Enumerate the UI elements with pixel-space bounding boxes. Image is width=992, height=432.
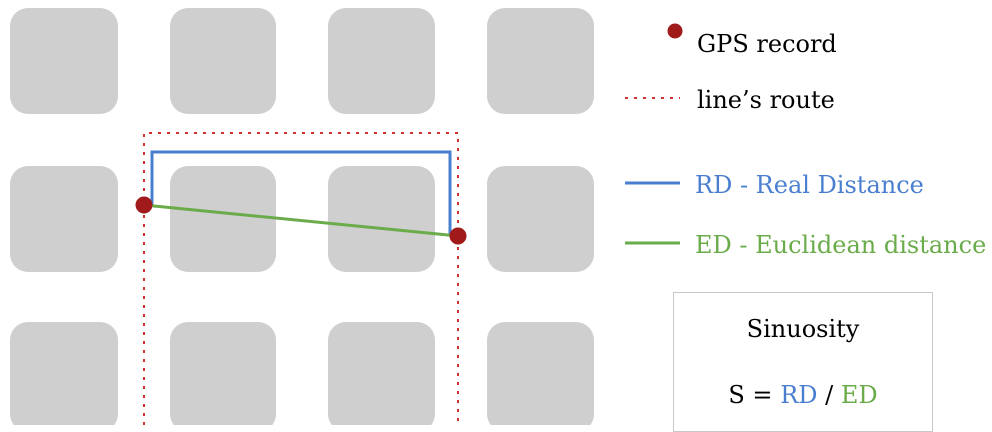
gps-record-point-end bbox=[449, 227, 467, 245]
city-blocks bbox=[10, 8, 594, 425]
city-block bbox=[487, 322, 594, 425]
city-block bbox=[328, 166, 435, 272]
city-block bbox=[170, 322, 276, 425]
city-block bbox=[170, 8, 276, 114]
sinuosity-title: Sinuosity bbox=[746, 315, 860, 343]
formula-ed: ED bbox=[840, 381, 878, 409]
city-block bbox=[10, 322, 118, 425]
formula-separator: / bbox=[825, 381, 834, 409]
city-block bbox=[328, 322, 435, 425]
lines-route-label: line’s route bbox=[697, 86, 835, 114]
city-block bbox=[10, 8, 118, 114]
gps-record-legend-icon bbox=[667, 23, 683, 39]
euclidean-distance-label: ED - Euclidean distance bbox=[695, 231, 987, 259]
formula-lhs: S = bbox=[728, 381, 773, 409]
city-block bbox=[328, 8, 435, 114]
sinuosity-formula: S = RD / ED bbox=[674, 381, 932, 409]
city-block bbox=[170, 166, 276, 272]
gps-record-label: GPS record bbox=[697, 30, 837, 58]
lines-route-path bbox=[143, 132, 459, 425]
formula-rd: RD bbox=[780, 381, 818, 409]
city-block bbox=[487, 166, 594, 272]
sinuosity-box: Sinuosity S = RD / ED bbox=[673, 292, 933, 432]
real-distance-label: RD - Real Distance bbox=[695, 171, 924, 199]
euclidean-distance-line bbox=[143, 203, 459, 238]
gps-record-point-start bbox=[135, 196, 153, 214]
real-distance-path bbox=[150, 150, 452, 236]
city-block bbox=[10, 166, 118, 272]
city-block bbox=[487, 8, 594, 114]
